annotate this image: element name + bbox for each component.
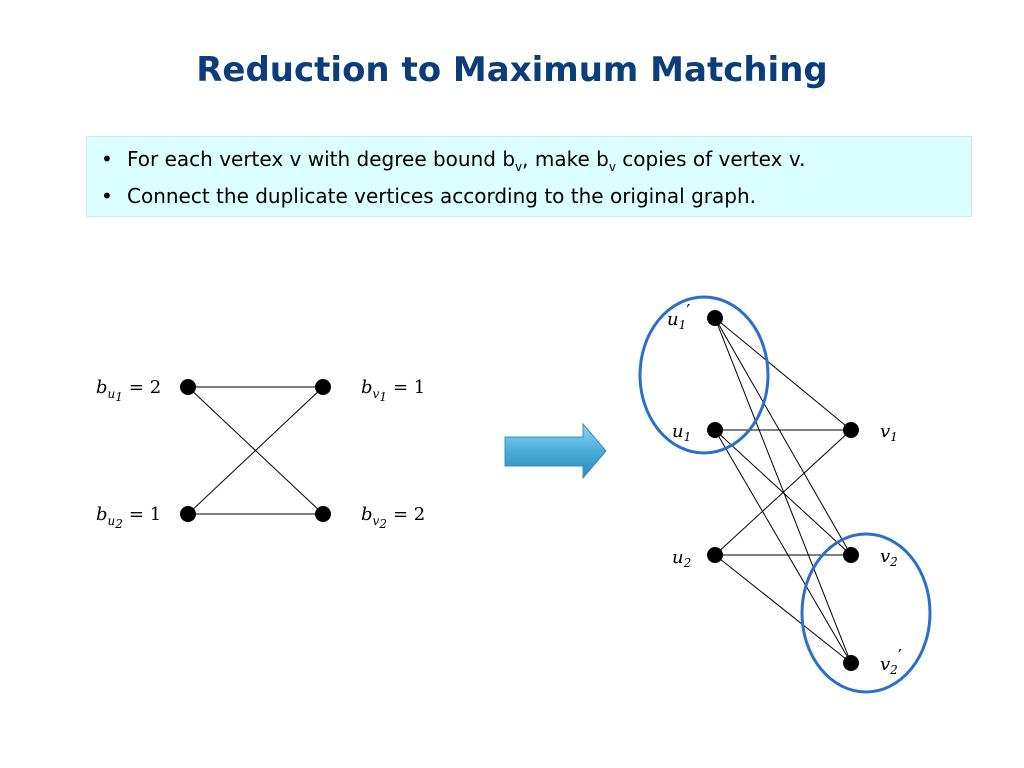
vertex-u2 (707, 547, 723, 563)
highlight-ellipse-v2-copies (800, 532, 932, 694)
vertex-v2 (843, 547, 859, 563)
vertex-u1-prime (707, 310, 723, 326)
bullet-dot: • (101, 184, 113, 208)
left-graph-edges (187, 386, 324, 515)
highlight-ellipse-u1-copies (638, 295, 770, 455)
left-graph-vertices (180, 379, 331, 522)
vertex-u1 (180, 379, 196, 395)
label-v1: v1 (880, 421, 898, 444)
label-v2: v2 (880, 546, 898, 569)
bullet-text: Connect the duplicate vertices according… (127, 184, 756, 208)
label-u2: u2 (672, 547, 691, 570)
bullet-item-1: •For each vertex v with degree bound bv,… (101, 147, 805, 174)
label-v2-prime: v2′ (880, 646, 902, 677)
slide-title: Reduction to Maximum Matching (196, 50, 828, 90)
label-bu1: bu1= 2 (96, 377, 161, 404)
vertex-v2 (315, 506, 331, 522)
label-bu2: bu2= 1 (96, 504, 161, 531)
edge-u2-v2p (714, 554, 852, 664)
vertex-v1 (843, 422, 859, 438)
right-arrow-icon (504, 422, 607, 480)
vertex-u1 (707, 422, 723, 438)
label-bv2: bv2= 2 (361, 504, 425, 531)
edge-u1p-v2p (714, 317, 852, 664)
bullet-text: copies of vertex v. (615, 147, 806, 171)
bullet-text: , make b (522, 147, 609, 171)
label-u1: u1 (672, 421, 691, 444)
bullet-item-2: • Connect the duplicate vertices accordin… (101, 184, 756, 208)
edge-u1p-v1 (714, 317, 852, 431)
vertex-v1 (315, 379, 331, 395)
bullet-subscript: v (515, 160, 523, 174)
bullet-box: •For each vertex v with degree bound bv,… (86, 136, 972, 217)
right-graph-vertices (707, 310, 859, 671)
vertex-u2 (180, 506, 196, 522)
label-u1-prime: u1′ (667, 301, 690, 332)
bullet-text: For each vertex v with degree bound b (127, 147, 516, 171)
right-graph-edges (714, 317, 852, 664)
label-bv1: bv1= 1 (361, 377, 425, 404)
edge-u2-v1 (714, 429, 852, 556)
edge-u2-v1 (187, 386, 324, 515)
vertex-v2-prime (843, 655, 859, 671)
edge-u1p-v2 (714, 317, 852, 556)
edge-u1-v2p (714, 429, 852, 664)
bullet-subscript: v (608, 160, 616, 174)
bullet-dot: • (101, 147, 113, 171)
